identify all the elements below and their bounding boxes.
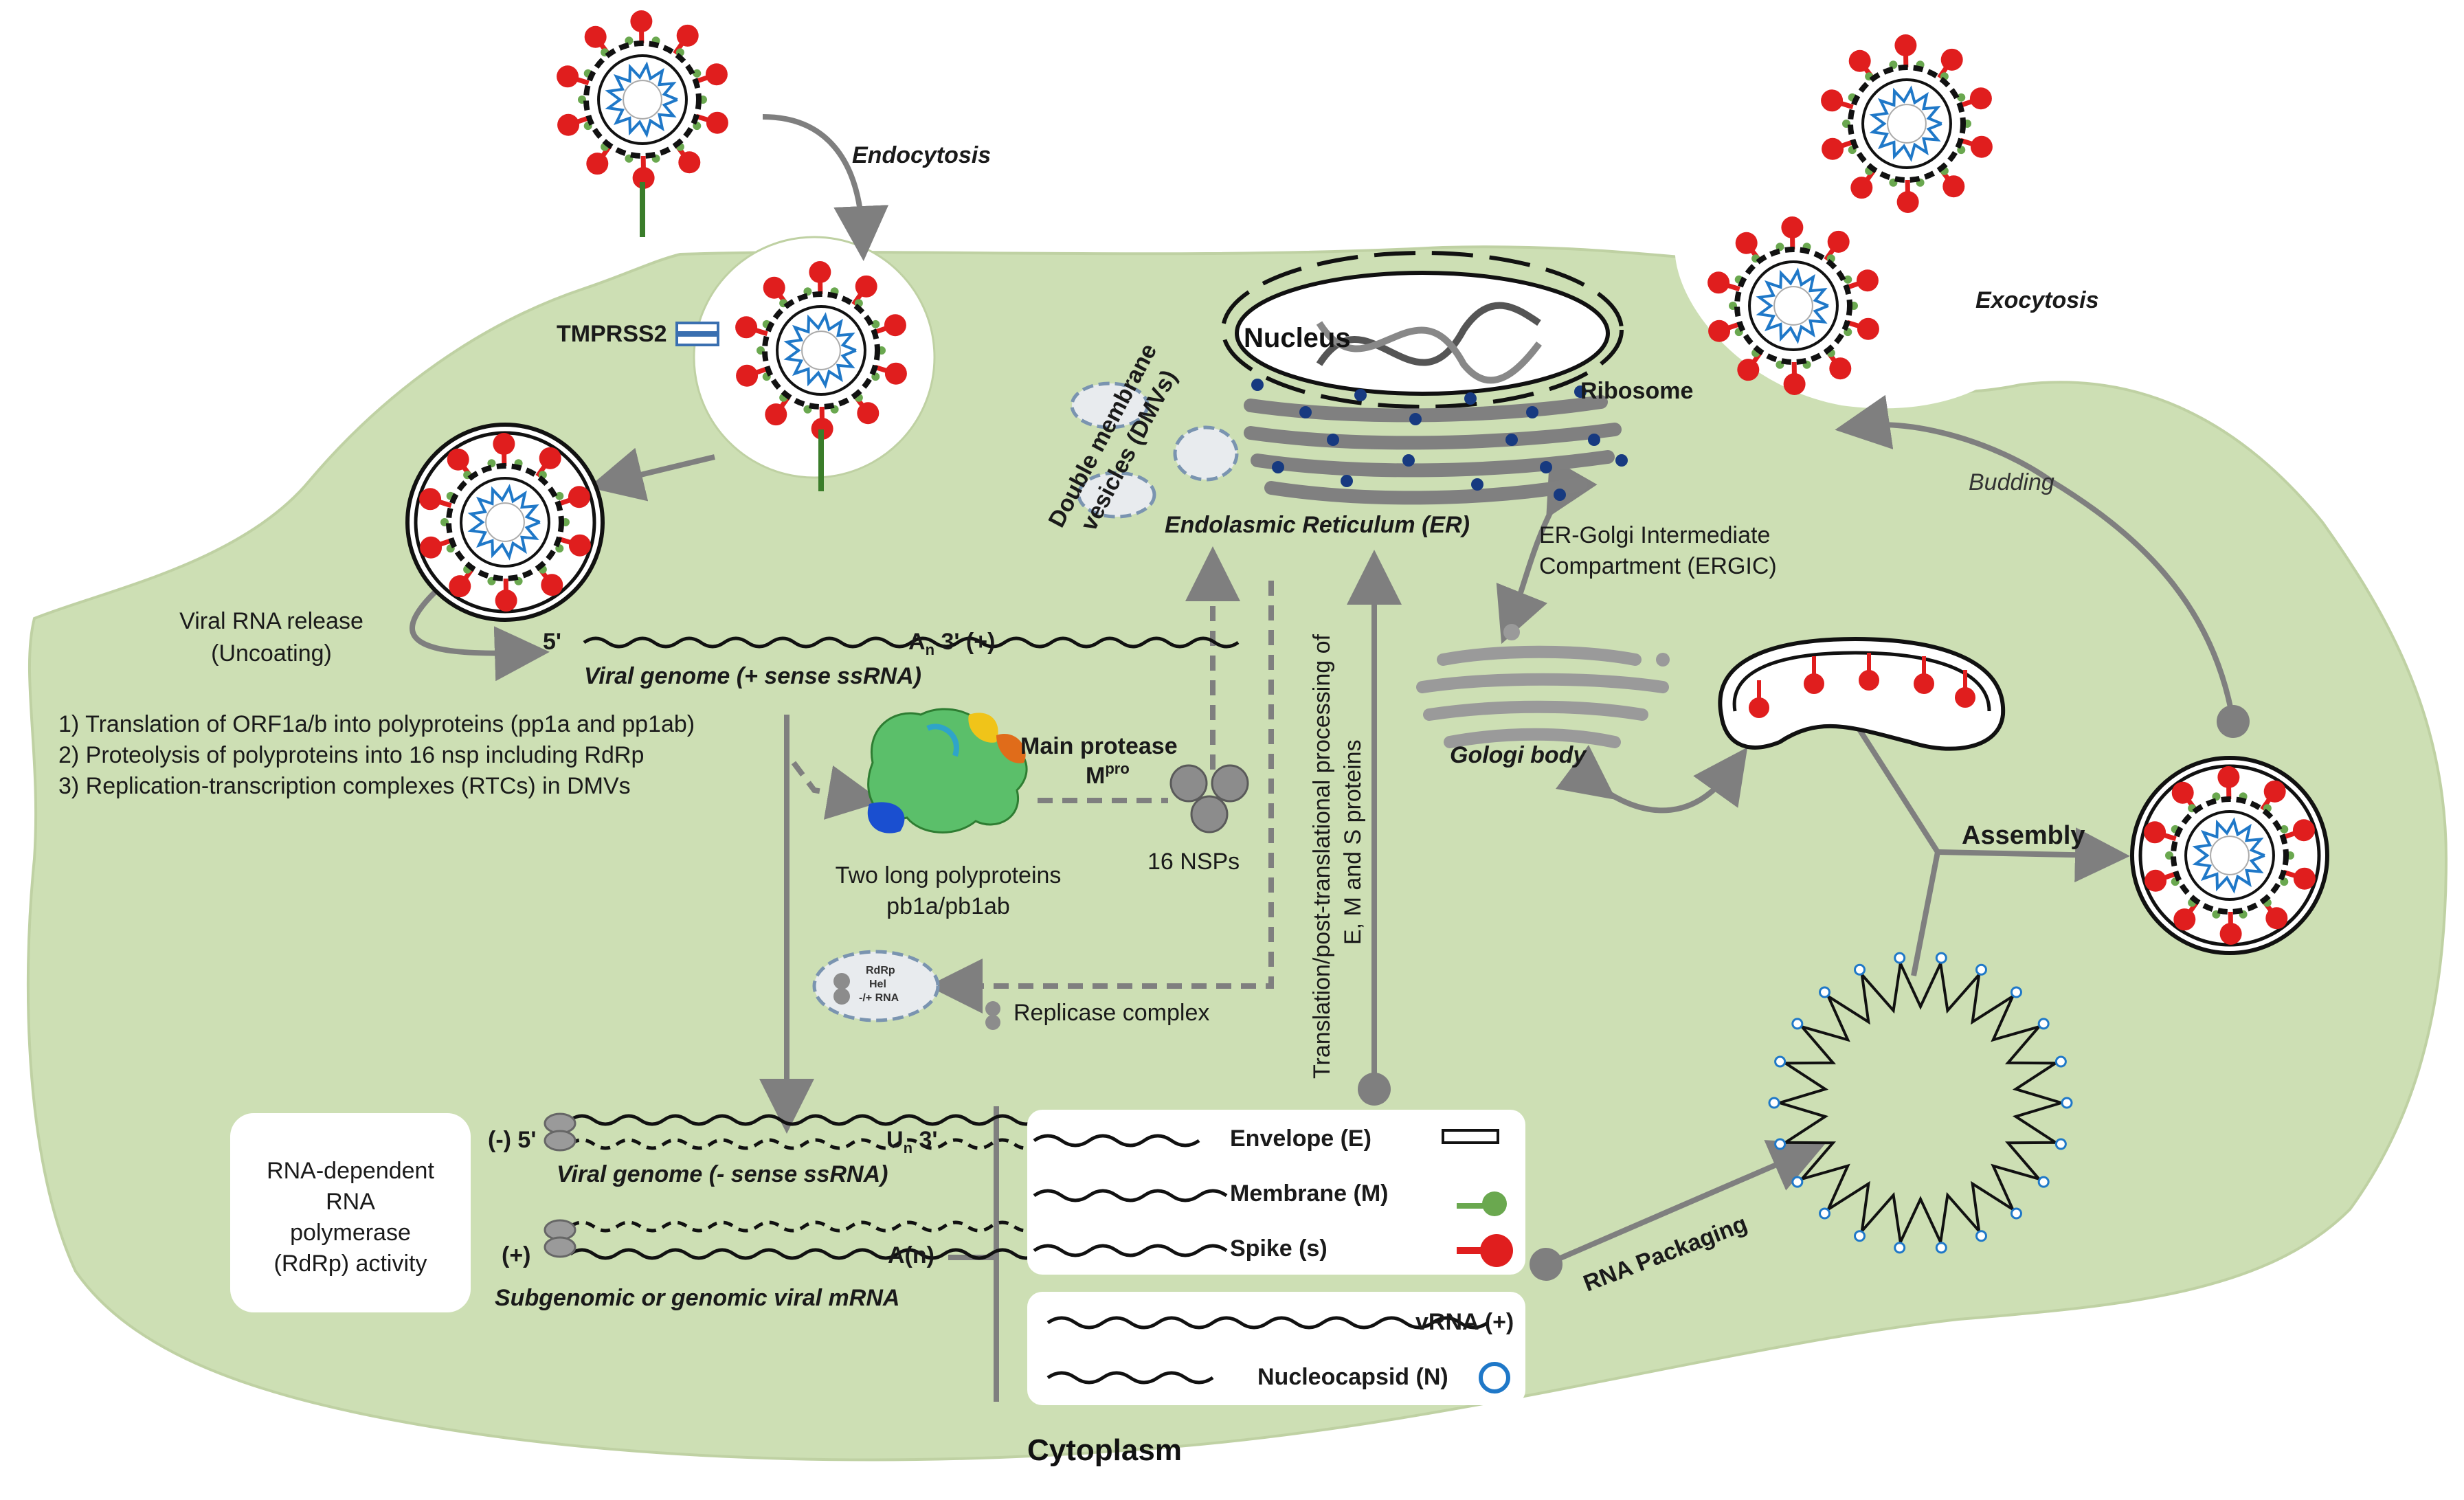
golgi-body: [1416, 624, 1670, 748]
envelope-label: Envelope (E): [1230, 1126, 1371, 1152]
replicase-vesicle: [812, 950, 1000, 1030]
budding-label: Budding: [1969, 469, 2054, 495]
step-3: 3) Replication-transcription complexes (…: [58, 773, 631, 799]
to-protease-arrow: [791, 761, 883, 820]
mpro-label: Mpro: [1086, 760, 1130, 789]
ribosome-dots: [1251, 379, 1628, 501]
main-protease-label: Main protease: [1020, 733, 1178, 759]
budding-arrow: [1835, 394, 2250, 738]
rdrp-box-line1: RNA-dependent: [267, 1158, 434, 1184]
ergic-label-line1: ER-Golgi Intermediate: [1539, 522, 1770, 548]
main-protease-structure: [867, 708, 1028, 833]
protein-legend: [1027, 1110, 1525, 1405]
membrane-icon: [1457, 1191, 1507, 1216]
er-label: Endolasmic Reticulum (ER): [1165, 512, 1470, 538]
genome-end-label: An 3' (+): [908, 629, 995, 658]
golgi-to-vesicle-arrow: [1556, 745, 1748, 814]
er-cisternae: [1244, 395, 1622, 505]
membrane-label: Membrane (M): [1230, 1180, 1388, 1207]
rdrp-box-line4: (RdRp) activity: [274, 1251, 427, 1277]
rna-small-label: -/+ RNA: [859, 992, 899, 1004]
uncoating-label-line1: Viral RNA release: [179, 608, 363, 634]
viral-genome-minus-label: Viral genome (- sense ssRNA): [557, 1161, 888, 1187]
ergic-arrow: [1496, 457, 1598, 645]
replicase-label: Replicase complex: [1013, 1000, 1209, 1026]
rdrp-box-line3: polymerase: [290, 1220, 411, 1246]
nucleocapsid-label: Nucleocapsid (N): [1257, 1364, 1448, 1390]
ergic-vesicle: [1718, 636, 2006, 751]
nucleus-label: Nucleus: [1244, 323, 1351, 353]
endocytosis-label: Endocytosis: [852, 142, 991, 168]
vertical-label-line2: E, M and S proteins: [1340, 739, 1366, 945]
assembly-v-bottom: [1911, 851, 1940, 976]
rdrp-activity-box: [230, 1113, 471, 1312]
rdrp-box-line2: RNA: [326, 1189, 375, 1215]
plus-marker-label: (+): [502, 1242, 531, 1268]
nucleocapsid-icon: [1479, 1362, 1510, 1393]
ribosome-label: Ribosome: [1580, 378, 1693, 404]
golgi-label: Gologi body: [1450, 742, 1587, 768]
rdrp-small-label: RdRp: [866, 965, 895, 976]
virus-particles: [405, 10, 2329, 955]
minus-five-label: (-) 5': [488, 1127, 536, 1153]
virus-assembled: [2130, 756, 2329, 955]
viral-genome-plus-label: Viral genome (+ sense ssRNA): [584, 663, 921, 689]
virus-released-2: [1707, 216, 1879, 395]
five-prime-label: 5': [543, 629, 561, 655]
uncoating-label-line2: (Uncoating): [211, 640, 332, 667]
cytoplasm-label: Cytoplasm: [1027, 1433, 1182, 1467]
step-1: 1) Translation of ORF1a/b into polyprote…: [58, 711, 695, 737]
an-marker-label: A(n): [888, 1242, 934, 1268]
virus-entering: [557, 10, 728, 189]
spike-label: Spike (s): [1230, 1235, 1328, 1262]
virus-in-endosome: [405, 423, 605, 622]
minus-end-label: Un 3': [886, 1127, 937, 1156]
exocytosis-pocket: [1675, 227, 2061, 409]
tmprss2-icon: [675, 322, 719, 346]
uncoating-arrow: [410, 585, 550, 682]
nsp-to-replicase-dash: [928, 581, 1274, 1014]
vertical-label-line1: Translation/post-translational processin…: [1309, 634, 1335, 1079]
tmprss2-label: TMPRSS2: [557, 321, 667, 347]
subgenomic-label: Subgenomic or genomic viral mRNA: [495, 1285, 899, 1311]
assembly-arrow: [1937, 827, 2130, 883]
envelope-icon: [1442, 1129, 1499, 1144]
nsps-label: 16 NSPs: [1147, 849, 1240, 875]
rna-packaging-arrow: [1530, 1140, 1826, 1281]
exocytosis-label: Exocytosis: [1975, 287, 2099, 313]
step-2: 2) Proteolysis of polyproteins into 16 n…: [58, 742, 644, 768]
vrna-label: vRNA (+): [1415, 1309, 1514, 1335]
polyproteins-label-line1: Two long polyproteins: [836, 862, 1062, 888]
polyproteins-label-line2: pb1a/pb1ab: [886, 893, 1010, 919]
nucleus-outer-dash: [1221, 251, 1624, 409]
dmv-vesicles: [1070, 381, 1239, 519]
assembly-v-left: [1856, 726, 1940, 854]
spike-icon: [1457, 1234, 1513, 1267]
nucleocapsid-ring: [1768, 952, 2073, 1254]
rdrp-markers: [544, 1112, 576, 1258]
virus-at-membrane: [735, 261, 907, 440]
assembly-label: Assembly: [1962, 821, 2085, 850]
nucleus-er-group: [1070, 251, 1628, 519]
hel-small-label: Hel: [869, 978, 886, 990]
pocket-to-endosome-arrow: [588, 447, 715, 502]
dna-icon: [1316, 302, 1541, 366]
nsp-spheres: [1169, 764, 1249, 833]
endocytosis-arrow: [762, 114, 889, 261]
structural-proteins-box: [1027, 1110, 1525, 1275]
virus-released-1: [1821, 34, 1993, 213]
ergic-label-line2: Compartment (ERGIC): [1539, 553, 1777, 579]
